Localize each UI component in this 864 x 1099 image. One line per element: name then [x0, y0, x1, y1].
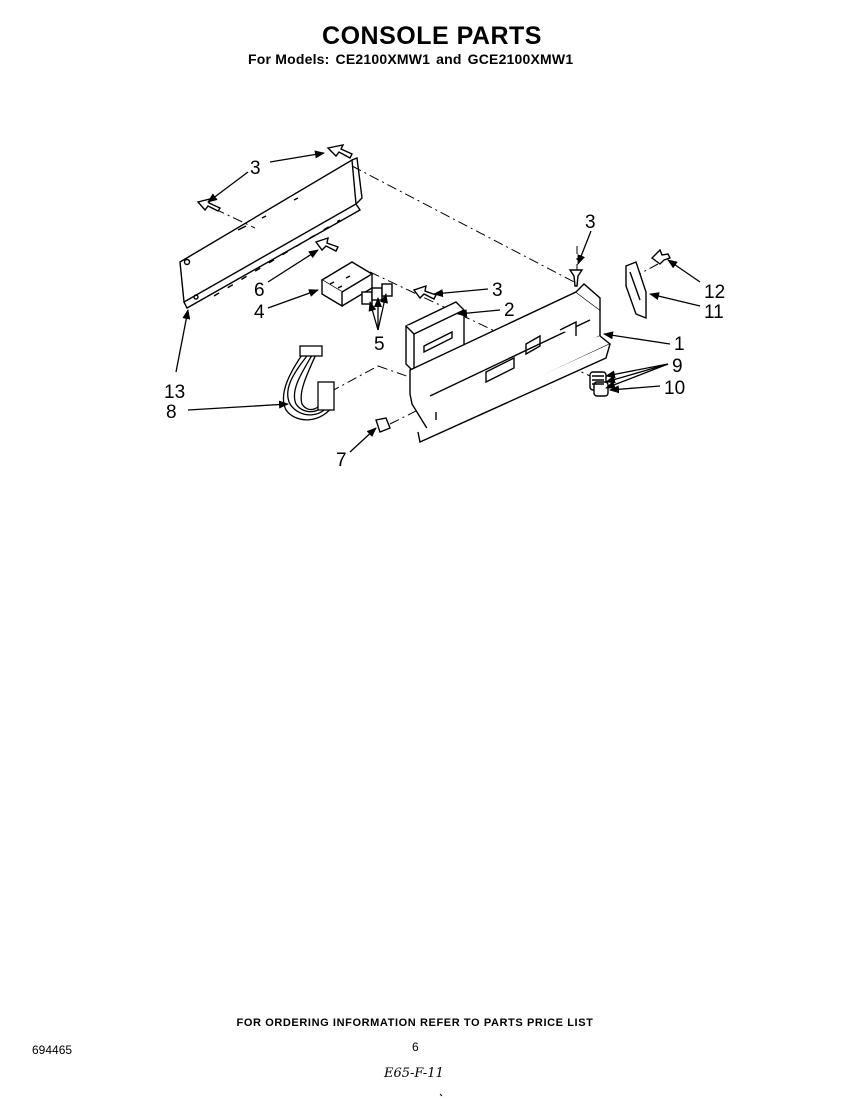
callout-4: 4 [254, 302, 265, 323]
wire-harness-part-8 [282, 345, 335, 421]
callout-3-top: 3 [250, 158, 261, 179]
models-and: and [436, 51, 462, 67]
knobs-part-9-10 [589, 371, 609, 397]
model-number-2: GCE2100XMW1 [467, 51, 574, 67]
callout-11: 11 [704, 302, 724, 323]
console-part-1 [409, 283, 612, 444]
callout-10: 10 [664, 378, 685, 399]
screw-part-6 [314, 236, 339, 252]
models-line: For Models: CE2100XMW1 and GCE2100XMW1 [248, 51, 579, 67]
handwritten-code: E65-F-11 [384, 1066, 444, 1081]
callout-7: 7 [336, 450, 347, 471]
document-number: 694465 [32, 1043, 73, 1057]
callout-6: 6 [254, 280, 265, 301]
page-title: CONSOLE PARTS [322, 22, 542, 50]
leader-lines [175, 150, 701, 453]
callout-9: 9 [672, 356, 683, 377]
screw-part-3 [196, 144, 584, 300]
callout-12: 12 [704, 282, 725, 303]
callout-13: 13 [164, 382, 185, 403]
back-panel-part-13 [179, 157, 363, 309]
page-number: 6 [412, 1040, 419, 1054]
callout-1: 1 [674, 334, 685, 355]
scan-speck [439, 1093, 443, 1097]
callout-3-right: 3 [585, 212, 596, 233]
switch-bracket-part-4 [320, 261, 374, 308]
end-cap-part-11 [625, 261, 647, 320]
callout-3-middle: 3 [492, 280, 503, 301]
screw-part-12 [650, 248, 671, 265]
model-number-1: CE2100XMW1 [335, 51, 431, 67]
ordering-note: FOR ORDERING INFORMATION REFER TO PARTS … [236, 1017, 594, 1029]
callout-5: 5 [374, 334, 385, 355]
models-prefix: For Models: [248, 51, 330, 67]
plug-part-7 [375, 417, 391, 433]
callout-8: 8 [166, 402, 177, 423]
callout-2: 2 [504, 300, 515, 321]
